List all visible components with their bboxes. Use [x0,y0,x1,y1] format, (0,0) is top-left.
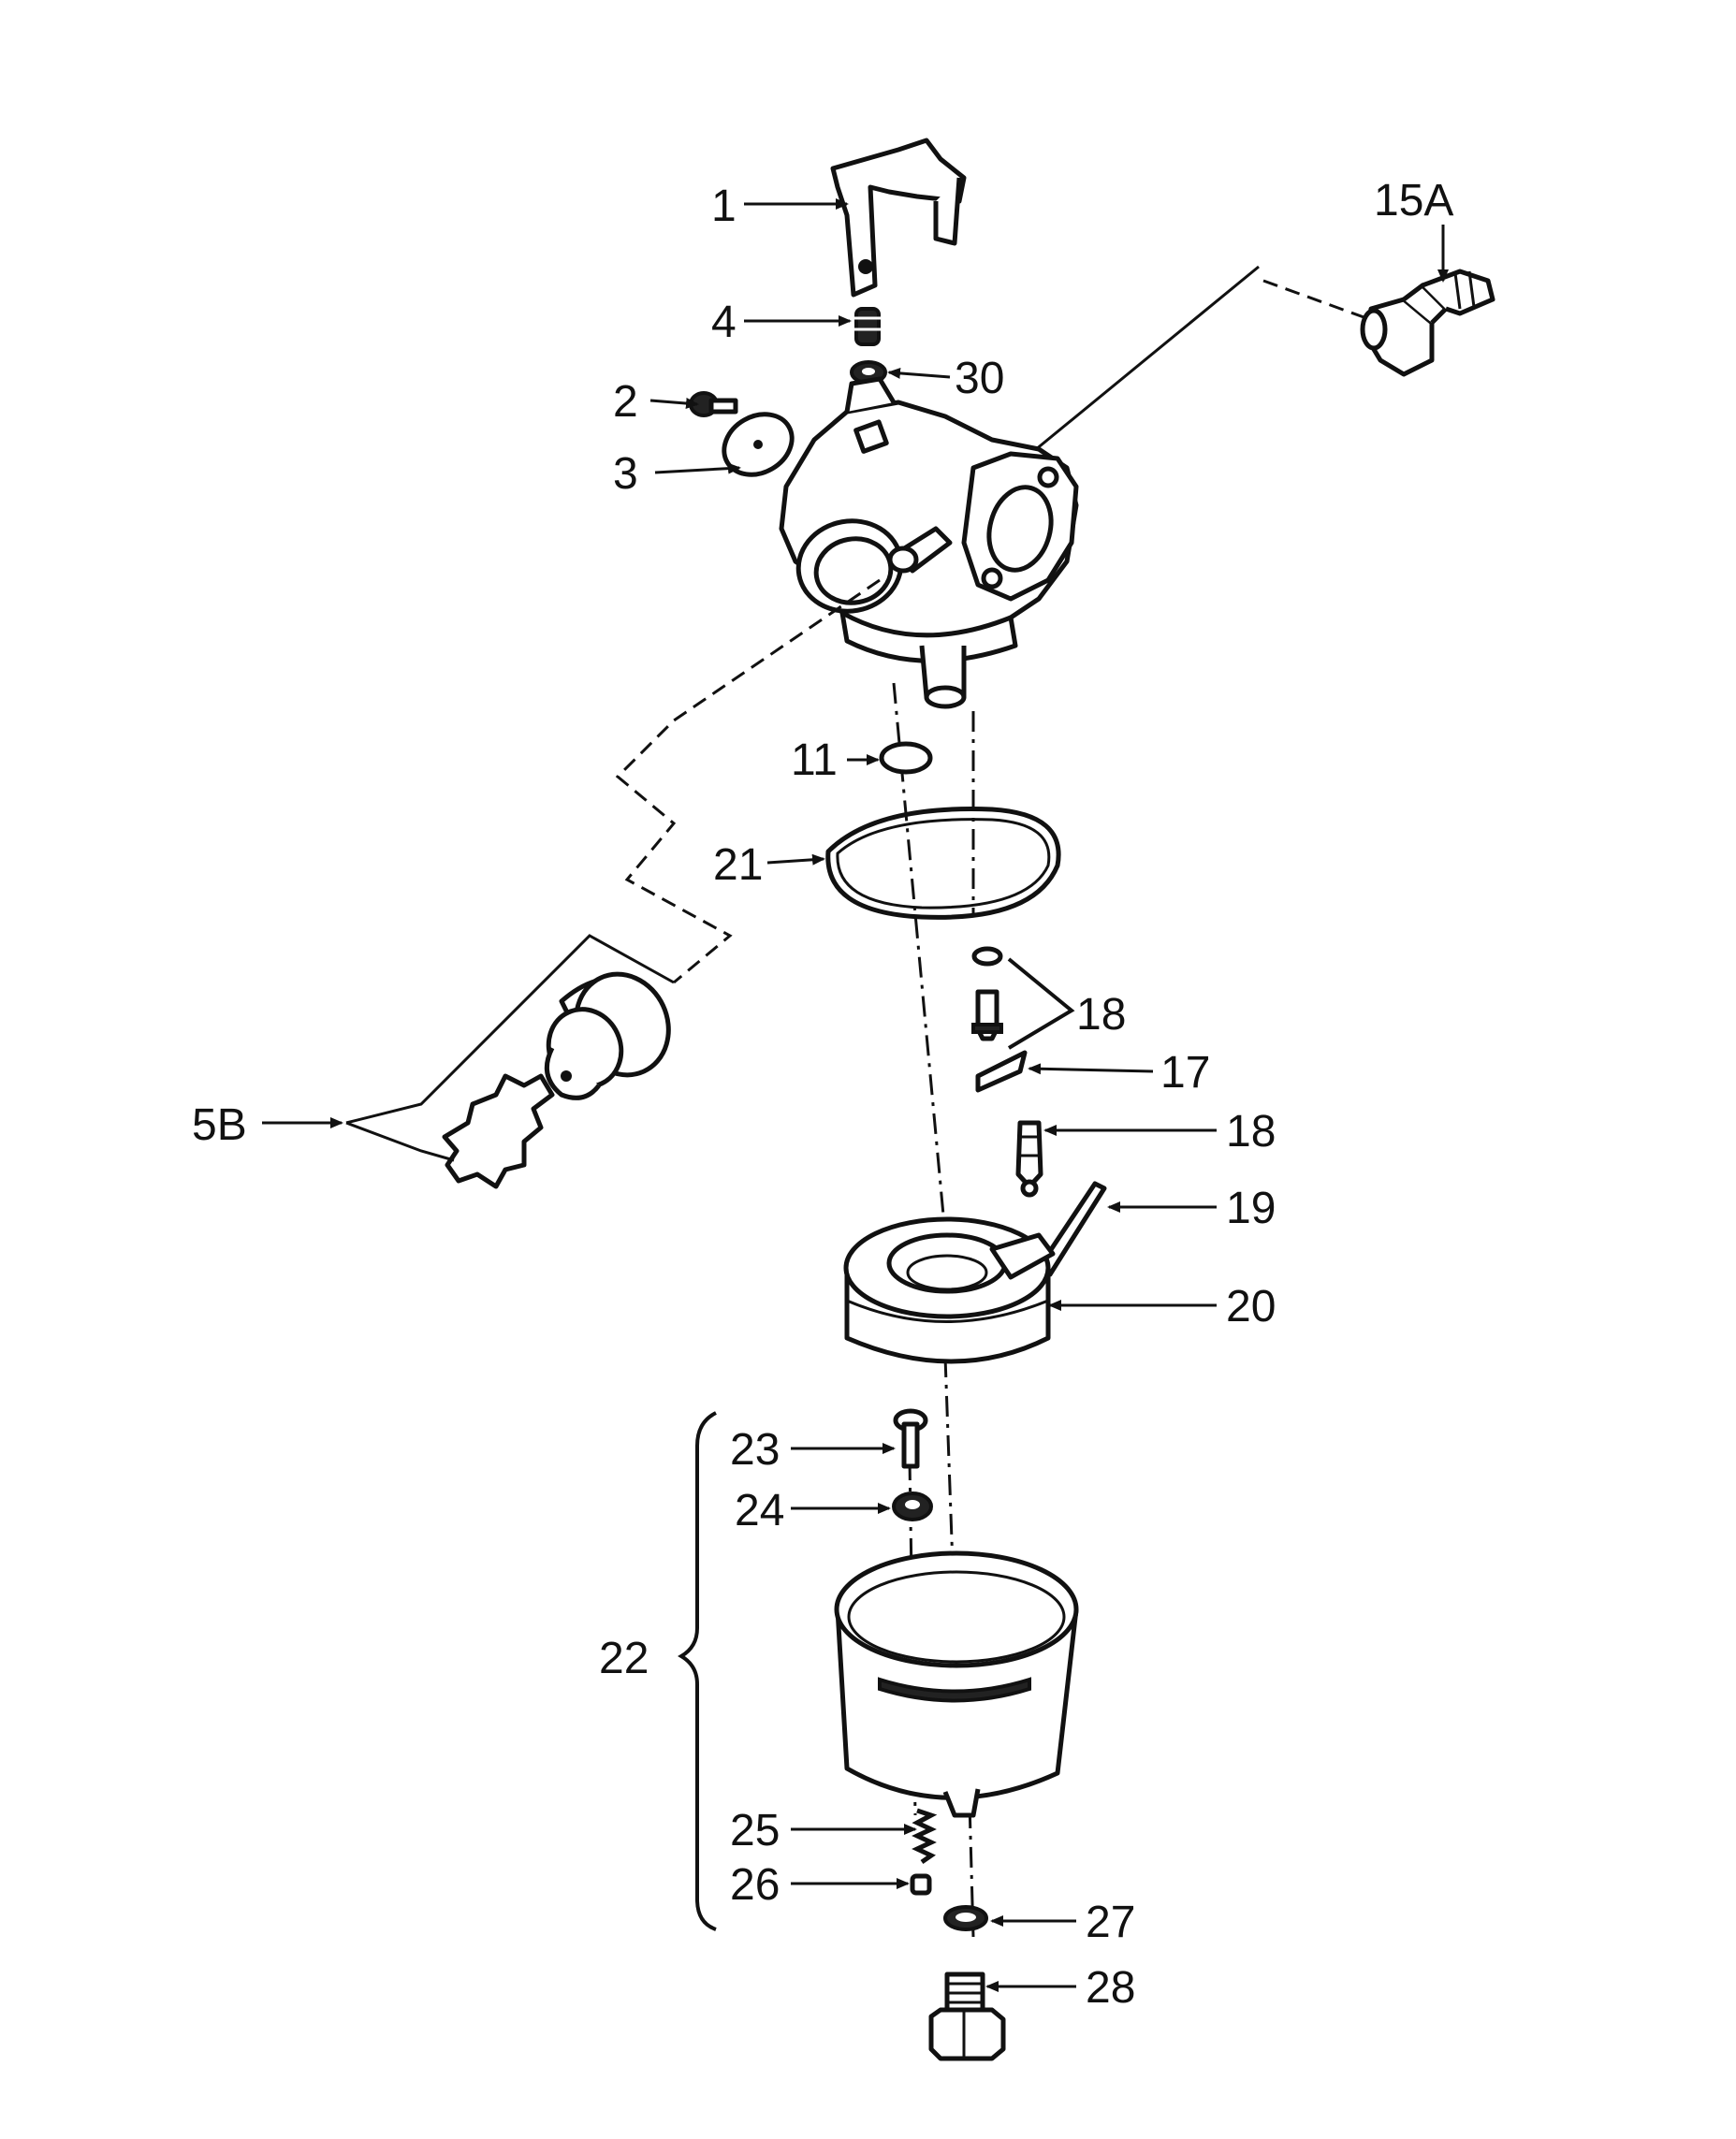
part-18-upper-leader [1007,957,1075,1050]
callout-23: 23 [730,1425,780,1475]
callout-20: 20 [1226,1282,1276,1331]
callout-15A: 15A [1374,176,1453,226]
part-11-plug [879,741,933,775]
part-2-screw [689,391,738,417]
carburetor-body [779,376,1079,709]
callout-28: 28 [1086,1963,1135,2013]
callout-30: 30 [955,354,1004,403]
part-4-spring [853,307,882,346]
callout-3: 3 [613,449,638,499]
callout-18-upper: 18 [1076,990,1126,1040]
part-18-inlet-seat [971,946,1003,1041]
callout-22: 22 [599,1634,649,1683]
callout-1: 1 [711,182,737,231]
callout-11: 11 [791,735,838,785]
callout-26: 26 [730,1860,780,1910]
callout-25: 25 [730,1806,780,1855]
part-17-clip [975,1050,1028,1093]
primer-connection-path [345,578,881,1162]
part-27-washer [943,1905,988,1931]
part-20-float [843,1216,1056,1364]
callout-2: 2 [613,377,638,427]
part-22-float-bowl [834,1550,1079,1818]
part-15A-elbow-fitting [1360,269,1495,377]
callout-leaders [262,198,1449,1992]
part-26-cap [910,1873,932,1896]
part-22-bracket [678,1411,717,1931]
callout-18-lower: 18 [1226,1107,1276,1157]
part-25-spring [912,1808,938,1865]
part-24-washer [892,1491,933,1521]
callout-labels: 1 15A 4 30 2 3 11 21 18 17 18 19 20 5B 2… [192,176,1453,2013]
callout-27: 27 [1086,1898,1135,1947]
part-1-choke-lever [830,138,967,298]
callout-4: 4 [711,298,737,347]
part-18-inlet-needle [1015,1120,1043,1198]
part-21-gasket [825,807,1061,920]
callout-24: 24 [735,1486,784,1535]
callout-5B: 5B [192,1100,247,1150]
part-23-bolt [893,1408,928,1469]
part-3-plate [722,412,795,477]
callout-19: 19 [1226,1184,1276,1233]
part-5B-primer-assembly [442,971,671,1189]
callout-17: 17 [1160,1048,1210,1098]
callout-21: 21 [713,840,763,890]
part-28-drain-bolt [928,1972,1006,2061]
